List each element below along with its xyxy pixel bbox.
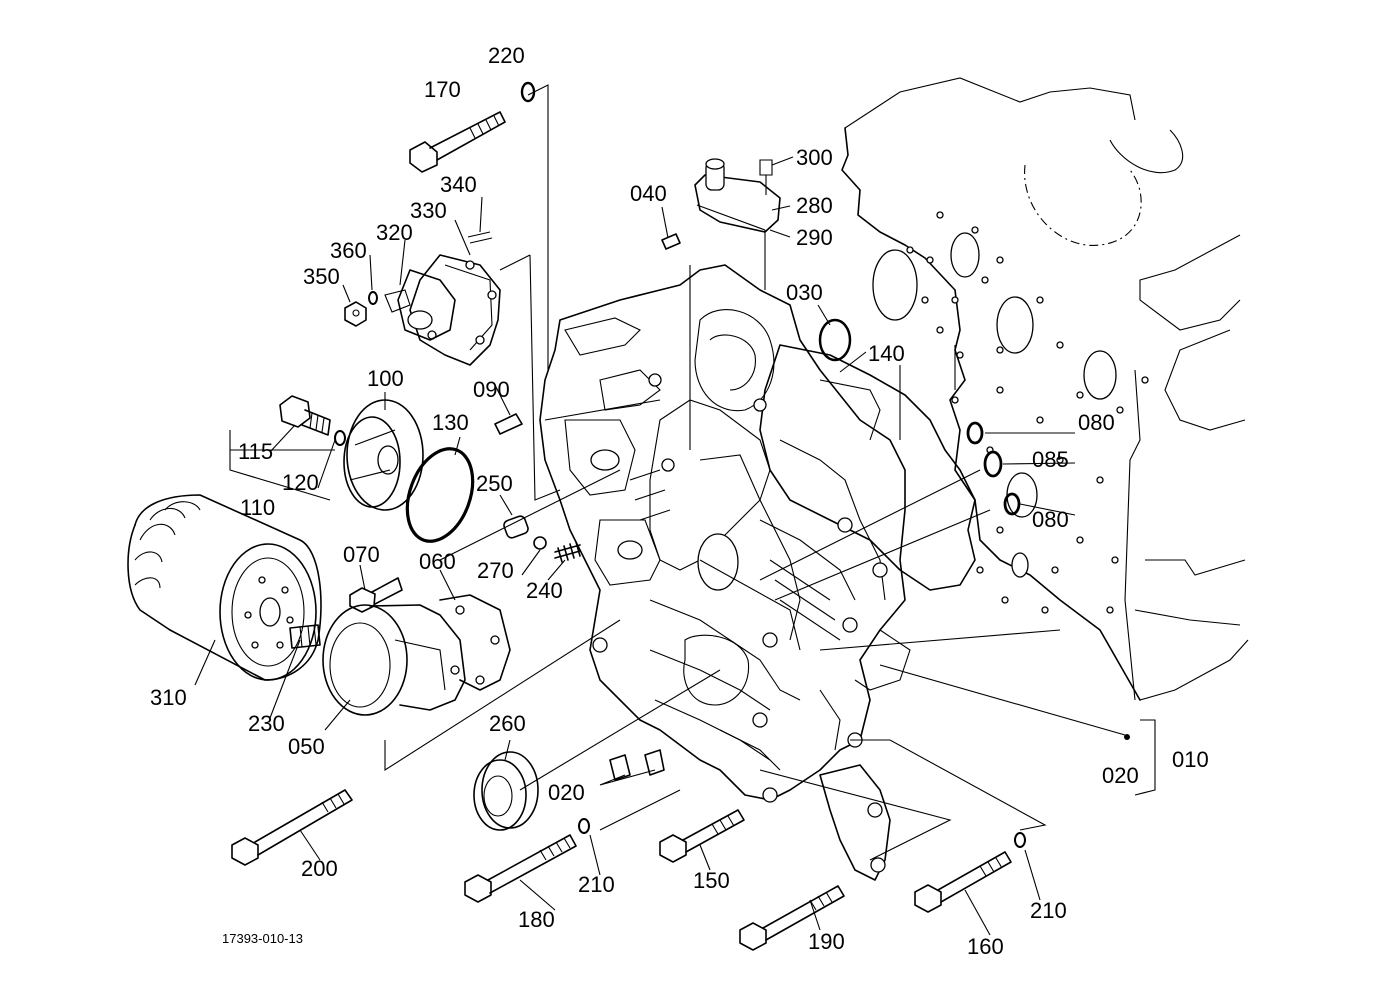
label-250: 250: [476, 471, 513, 496]
gear-case-gasket: [759, 344, 976, 591]
label-190: 190: [808, 929, 845, 954]
label-290: 290: [796, 225, 833, 250]
thermostat-housing: [384, 231, 501, 366]
oil-filter: [127, 494, 322, 681]
label-020-plugs: 020: [548, 780, 585, 805]
label-110: 110: [240, 495, 275, 520]
label-260: 260: [489, 711, 526, 736]
leader-lines: [229, 84, 1156, 861]
label-120: 120: [282, 470, 319, 495]
diagram-reference-code: 17393-010-13: [222, 931, 303, 946]
label-115: 115: [238, 439, 273, 464]
label-090: 090: [473, 377, 510, 402]
label-085: 085: [1032, 447, 1069, 472]
label-140: 140: [868, 341, 905, 366]
engine-block: [841, 77, 1249, 701]
label-300: 300: [796, 145, 833, 170]
bolt-180: [464, 818, 590, 903]
label-130: 130: [432, 410, 469, 435]
oil-seal: [473, 751, 539, 831]
label-060: 060: [419, 549, 456, 574]
label-pointers: [194, 156, 1076, 936]
label-070: 070: [343, 542, 380, 567]
label-230: 230: [248, 711, 285, 736]
bolt-170: [409, 81, 536, 173]
label-220: 220: [488, 43, 525, 68]
nut-and-washer: [344, 291, 378, 327]
reference-dot: [1124, 734, 1130, 740]
label-310: 310: [150, 685, 187, 710]
label-050: 050: [288, 734, 325, 759]
oil-filter-base: [322, 577, 511, 716]
label-270: 270: [477, 558, 514, 583]
o-ring-080a: [966, 421, 984, 445]
label-180: 180: [518, 907, 555, 932]
label-160: 160: [967, 934, 1004, 959]
label-280: 280: [796, 193, 833, 218]
label-010: 010: [1172, 747, 1209, 772]
label-210-right: 210: [1030, 898, 1067, 923]
top-cover-plate: [694, 158, 781, 233]
oil-filter-cover: [279, 395, 424, 511]
label-100: 100: [367, 366, 404, 391]
label-170: 170: [424, 77, 461, 102]
part-labels: 220 170 300 040 340 280 330 320 290 360 …: [150, 43, 1209, 959]
bolt-160: [914, 832, 1026, 913]
label-030: 030: [786, 280, 823, 305]
label-210-left: 210: [578, 872, 615, 897]
block-bolt-holes: [906, 211, 1149, 614]
label-040: 040: [630, 181, 667, 206]
label-320: 320: [376, 220, 413, 245]
small-parts: [494, 233, 681, 563]
bolt-200: [231, 789, 353, 866]
bolt-150: [659, 809, 745, 863]
label-150: 150: [693, 868, 730, 893]
gear-case: [539, 264, 911, 803]
o-ring-030: [818, 318, 852, 362]
label-330: 330: [410, 198, 447, 223]
o-ring-085: [983, 450, 1003, 478]
label-340: 340: [440, 172, 477, 197]
o-ring-130: [405, 447, 475, 543]
label-200: 200: [301, 856, 338, 881]
label-020-right: 020: [1102, 763, 1139, 788]
label-080-lower: 080: [1032, 507, 1069, 532]
plugs: [609, 749, 665, 781]
label-080-upper: 080: [1078, 410, 1115, 435]
label-240: 240: [526, 578, 563, 603]
o-ring-080b: [1003, 492, 1021, 516]
label-360: 360: [330, 238, 367, 263]
label-350: 350: [303, 264, 340, 289]
